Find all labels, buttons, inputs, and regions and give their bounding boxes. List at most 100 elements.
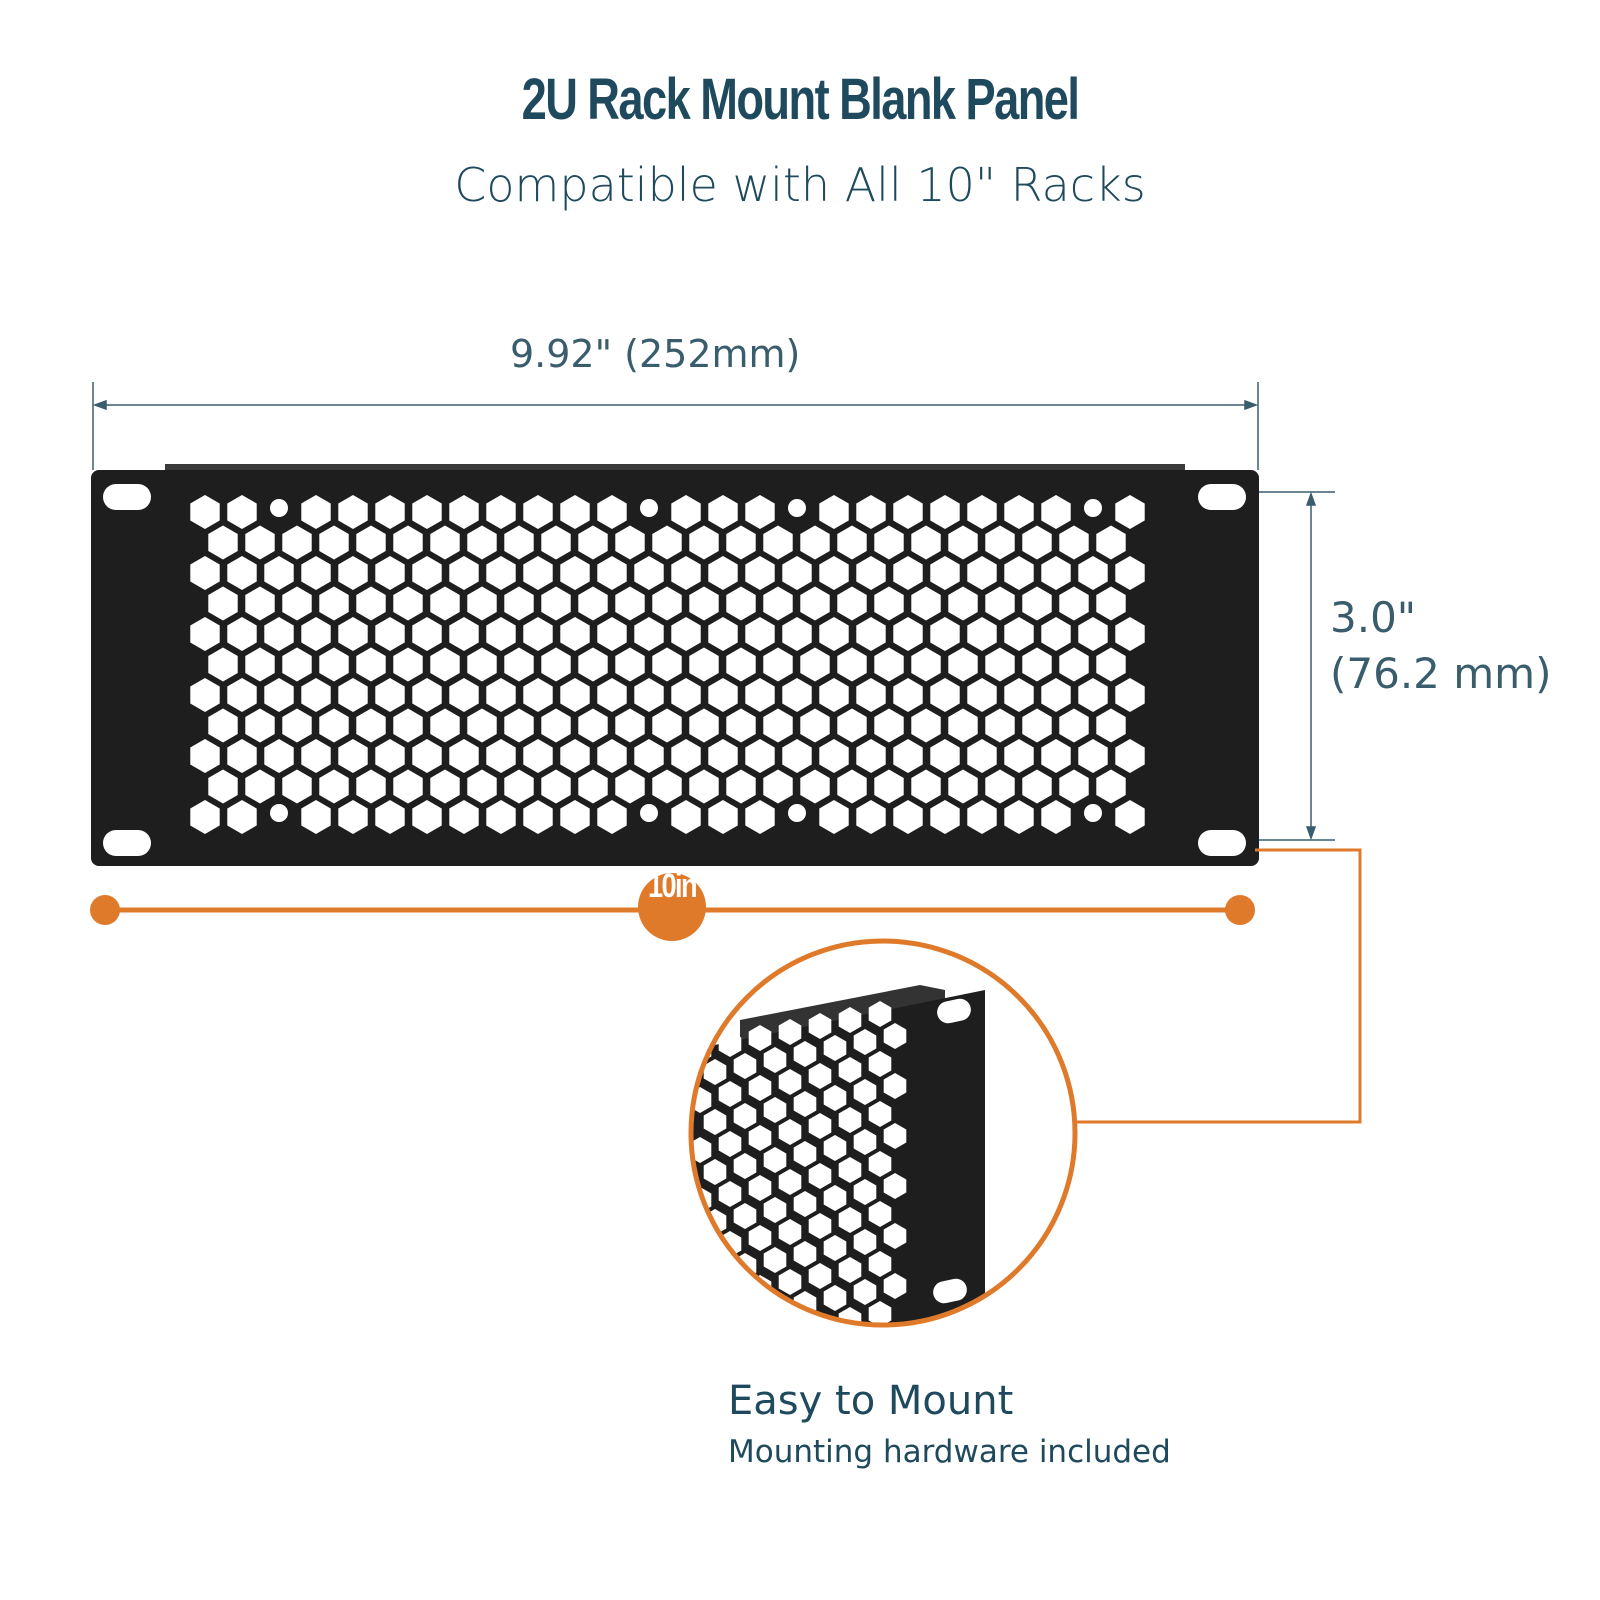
vent-hole [227, 556, 257, 590]
vent-hole [718, 1131, 742, 1157]
vent-hole [800, 586, 830, 621]
vent-hole [245, 525, 275, 560]
vent-hole [838, 1257, 862, 1283]
vent-hole [560, 556, 590, 590]
vent-hole [597, 617, 627, 651]
vent-hole [748, 1225, 772, 1251]
vent-hole [430, 769, 460, 804]
vent-hole [190, 556, 220, 590]
vent-hole [1041, 617, 1071, 651]
vent-hole [504, 647, 534, 682]
vent-hole [985, 769, 1015, 804]
screw-hole [1084, 804, 1102, 822]
vent-hole [486, 678, 516, 712]
vent-hole [823, 1235, 847, 1261]
vent-hole [703, 1059, 727, 1085]
vent-hole [930, 800, 960, 834]
vent-hole [671, 739, 701, 773]
vent-hole [301, 617, 331, 651]
vent-hole [782, 739, 812, 773]
vent-hole [190, 617, 220, 651]
vent-hole [793, 1191, 817, 1217]
vent-hole [375, 800, 405, 834]
vent-hole [671, 556, 701, 590]
vent-hole [967, 739, 997, 773]
vent-hole [745, 739, 775, 773]
vent-hole [356, 586, 386, 621]
vent-hole [793, 1041, 817, 1067]
vent-hole [733, 1303, 757, 1323]
vent-hole [748, 1025, 772, 1051]
vent-hole [782, 678, 812, 712]
vent-hole [1115, 739, 1145, 773]
vent-hole [838, 1157, 862, 1183]
vent-hole [689, 525, 719, 560]
vent-hole [985, 708, 1015, 743]
vent-hole [671, 678, 701, 712]
vent-hole [264, 678, 294, 712]
vent-hole [819, 800, 849, 834]
vent-hole [301, 739, 331, 773]
vent-hole [856, 556, 886, 590]
vent-hole [190, 739, 220, 773]
rack-panel [91, 464, 1259, 866]
vent-hole [1078, 739, 1108, 773]
vent-hole [985, 525, 1015, 560]
vent-hole [948, 647, 978, 682]
vent-hole [504, 769, 534, 804]
vent-hole [1059, 769, 1089, 804]
vent-hole [412, 739, 442, 773]
vent-hole [615, 647, 645, 682]
screw-hole [1084, 499, 1102, 517]
vent-hole [319, 708, 349, 743]
vent-hole [853, 1029, 877, 1055]
vent-hole [819, 617, 849, 651]
vent-hole [245, 586, 275, 621]
vent-hole [703, 1259, 727, 1285]
vent-hole [208, 647, 238, 682]
vent-hole [763, 1247, 787, 1273]
vent-hole [597, 495, 627, 529]
vent-hole [560, 739, 590, 773]
vent-hole [838, 1207, 862, 1233]
vent-hole [883, 1173, 907, 1199]
vent-hole [800, 769, 830, 804]
vent-hole [868, 1151, 892, 1177]
vent-hole [823, 1035, 847, 1061]
vent-hole [718, 1031, 742, 1057]
vent-hole [467, 769, 497, 804]
vent-hole [837, 647, 867, 682]
vent-hole [853, 1179, 877, 1205]
vent-hole [634, 617, 664, 651]
vent-hole [763, 1147, 787, 1173]
vent-hole [883, 1123, 907, 1149]
vent-hole [430, 647, 460, 682]
vent-hole [853, 1079, 877, 1105]
vent-hole [856, 617, 886, 651]
screw-hole [788, 499, 806, 517]
vent-hole [708, 617, 738, 651]
vent-hole [1096, 586, 1126, 621]
vent-hole [1004, 495, 1034, 529]
vent-hole [693, 1237, 712, 1263]
vent-hole [430, 525, 460, 560]
vent-hole [708, 800, 738, 834]
vent-hole [689, 708, 719, 743]
mounting-slots [103, 484, 1246, 856]
vent-hole [208, 708, 238, 743]
vent-hole [282, 708, 312, 743]
screw-hole [640, 804, 658, 822]
vent-hole [1041, 739, 1071, 773]
vent-hole [748, 1075, 772, 1101]
vent-hole [301, 556, 331, 590]
vent-hole [868, 1301, 892, 1323]
vent-hole [1059, 525, 1089, 560]
vent-hole [793, 1241, 817, 1267]
vent-hole [560, 617, 590, 651]
vent-hole [486, 800, 516, 834]
vent-hole [808, 1063, 832, 1089]
vent-hole [227, 678, 257, 712]
vent-hole [726, 525, 756, 560]
vent-hole [718, 1281, 742, 1307]
vent-hole [597, 800, 627, 834]
